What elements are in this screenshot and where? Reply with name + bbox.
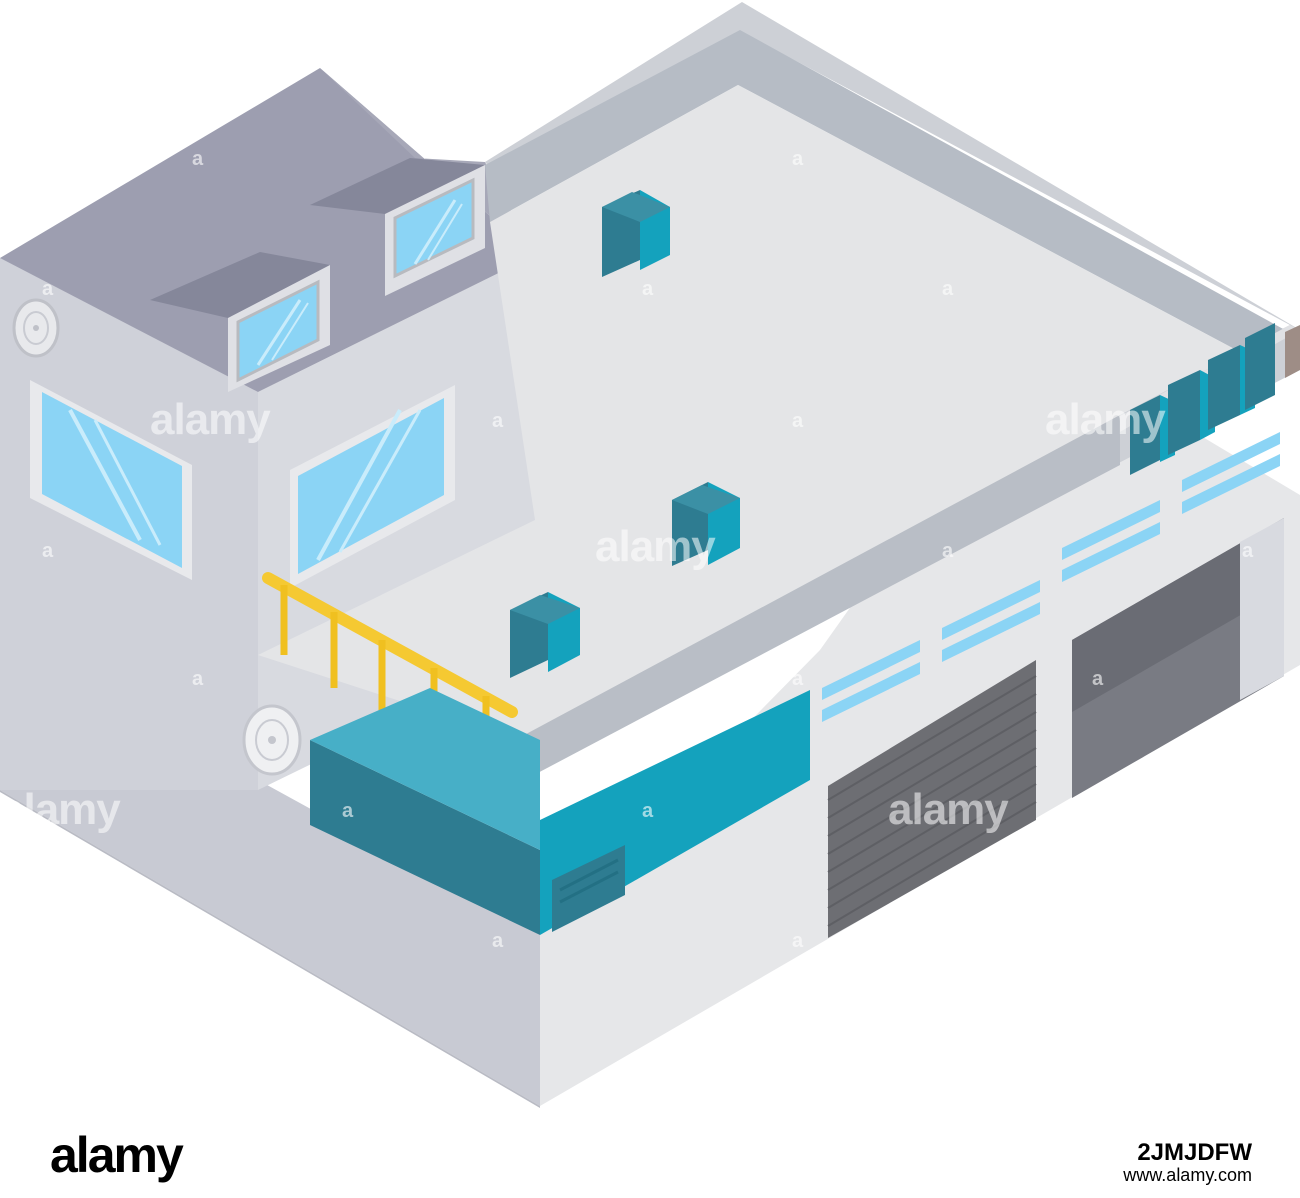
footer-url[interactable]: www.alamy.com bbox=[1123, 1165, 1252, 1185]
air-conditioner-row bbox=[1130, 323, 1275, 475]
footer-logo: alamy bbox=[50, 1127, 184, 1183]
dormer-window-icon bbox=[393, 177, 475, 279]
garage-opening bbox=[1072, 518, 1284, 798]
ventilation-fan-icon bbox=[12, 298, 60, 358]
front-parapet-inner bbox=[515, 415, 1120, 785]
air-conditioner-icon bbox=[602, 190, 670, 277]
image-id: 2JMJDFW bbox=[1137, 1139, 1252, 1166]
base-left-edge bbox=[0, 790, 540, 1108]
dormer-roof bbox=[310, 158, 485, 214]
ventilation-fan-icon bbox=[242, 704, 302, 776]
stock-footer: alamy 2JMJDFW www.alamy.com bbox=[0, 1108, 1300, 1198]
isometric-building-illustration bbox=[0, 2, 1300, 1108]
parapet-end-cap bbox=[1285, 325, 1300, 378]
air-conditioner-icon bbox=[510, 592, 580, 678]
balcony-box-left bbox=[310, 740, 540, 935]
side-window bbox=[30, 380, 192, 580]
balcony-box-top bbox=[310, 688, 540, 850]
roof-parapet-inner bbox=[485, 30, 1285, 352]
air-conditioner-icon bbox=[672, 482, 740, 566]
dormer-roof bbox=[150, 252, 330, 318]
footer-info: 2JMJDFW www.alamy.com bbox=[1123, 1139, 1252, 1186]
vent-slots bbox=[822, 432, 1280, 722]
front-window bbox=[290, 385, 455, 588]
garage-door-closed bbox=[827, 660, 1037, 938]
main-roof bbox=[0, 68, 535, 392]
dormer-window-icon bbox=[236, 279, 320, 383]
air-conditioner-icon bbox=[552, 845, 625, 932]
roof-deck bbox=[258, 85, 1240, 740]
